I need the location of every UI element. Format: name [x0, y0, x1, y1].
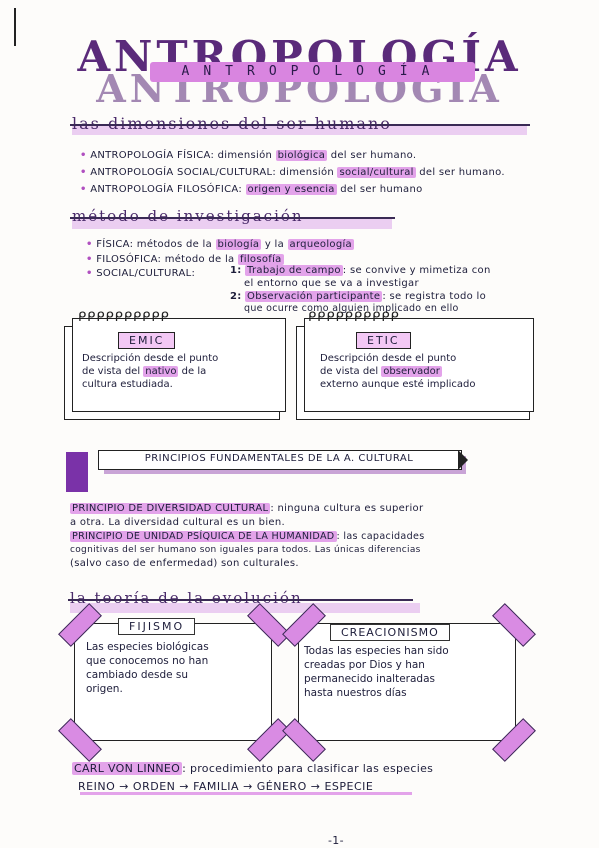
linneo-line: CARL VON LINNEO: procedimiento para clas…	[72, 762, 434, 775]
banner-edge	[458, 450, 468, 470]
list-item: • SOCIAL/CULTURAL:	[86, 268, 196, 279]
list-item: • FILOSÓFICA: método de la filosofía	[86, 254, 284, 265]
taxonomy-chain: REINO → ORDEN → FAMILIA → GÉNERO → ESPEC…	[78, 780, 374, 793]
emic-notebook	[72, 318, 286, 412]
heading-shadow	[72, 219, 392, 229]
creacionismo-frame	[298, 623, 516, 741]
heading-strike	[68, 599, 413, 601]
emic-tag: EMIC	[118, 332, 176, 349]
heading-strike	[70, 217, 395, 219]
method-step-2-cont: que ocurre como alguien implicado en ell…	[244, 303, 459, 314]
method-step-1-cont: el entorno que se va a investigar	[244, 278, 419, 289]
list-item: • FÍSICA: métodos de la biología y la ar…	[86, 239, 354, 250]
fijismo-tag: FIJISMO	[118, 618, 196, 635]
heading-shadow	[70, 603, 420, 613]
heading-strike	[70, 124, 530, 126]
emic-text: Descripción desde el punto de vista del …	[82, 353, 219, 390]
heading-shadow	[72, 125, 527, 135]
principle-1-cont: a otra. La diversidad cultural es un bie…	[70, 517, 285, 528]
etic-tag: ETIC	[356, 332, 411, 349]
method-step-2: 2: Observación participante: se registra…	[230, 291, 487, 302]
page-number: -1-	[328, 834, 344, 847]
list-item: • ANTROPOLOGÍA FILOSÓFICA: origen y esen…	[80, 184, 423, 195]
creacionismo-tag: CREACIONISMO	[330, 624, 450, 641]
creacionismo-text: Todas las especies han sido creadas por …	[304, 645, 449, 699]
banner-ribbon-end	[66, 452, 88, 492]
principle-2: PRINCIPIO DE UNIDAD PSÍQUICA DE LA HUMAN…	[70, 531, 425, 542]
etic-notebook	[304, 318, 534, 412]
fijismo-text: Las especies biológicas que conocemos no…	[86, 641, 209, 695]
title-band	[150, 62, 475, 82]
principle-2-cont: cognitivas del ser humano son iguales pa…	[70, 545, 421, 555]
margin-mark	[14, 8, 16, 46]
taxonomy-highlight	[80, 792, 412, 795]
principle-2-cont: (salvo caso de enfermedad) son culturale…	[70, 558, 299, 569]
etic-text: Descripción desde el punto de vista del …	[320, 353, 476, 390]
method-step-1: 1: Trabajo de campo: se convive y mimeti…	[230, 265, 491, 276]
list-item: • ANTROPOLOGÍA FÍSICA: dimensión biológi…	[80, 150, 417, 161]
etic-spiral: ᑭᑭᑭᑭᑭᑭᑭᑭᑭᑭ	[308, 310, 400, 325]
emic-spiral: ᑭᑭᑭᑭᑭᑭᑭᑭᑭᑭ	[78, 310, 170, 325]
title-band-text: ANTROPOLOGÍA	[181, 64, 444, 79]
principle-1: PRINCIPIO DE DIVERSIDAD CULTURAL: ningun…	[70, 503, 424, 514]
principles-banner-text: PRINCIPIOS FUNDAMENTALES DE LA A. CULTUR…	[144, 453, 414, 464]
list-item: • ANTROPOLOGÍA SOCIAL/CULTURAL: dimensió…	[80, 167, 505, 178]
heading-dimensiones: las dimensiones del ser humano	[72, 114, 392, 133]
heading-metodo: método de investigación	[72, 207, 304, 225]
heading-evolucion: la teoría de la evolución	[70, 589, 303, 607]
